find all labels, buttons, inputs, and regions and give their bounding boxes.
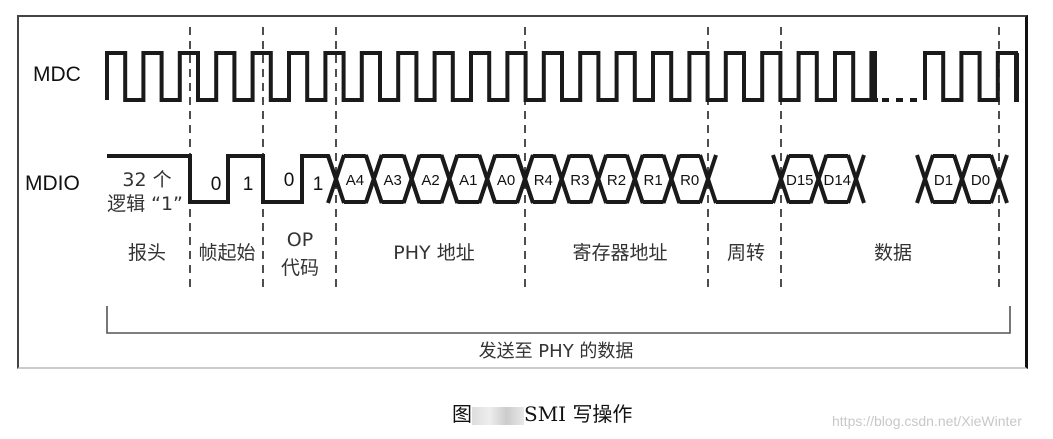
phy-address-bit-label: A0 [497, 172, 515, 189]
caption-prefix: 图 [452, 402, 472, 426]
caption-title: SMI 写操作 [524, 402, 633, 426]
bracket-label: 发送至 PHY 的数据 [478, 341, 634, 362]
diagram-frame [17, 15, 1028, 369]
phy-address-bit-label: A3 [384, 172, 402, 189]
phy-address-bit-hexagon [326, 154, 384, 204]
register-address-bit-hexagon [588, 154, 645, 204]
section-data: 数据 [873, 242, 913, 264]
register-address-bit-hexagon [624, 154, 682, 204]
register-address-bit-label: R1 [644, 172, 663, 189]
watermark: https://blog.csdn.net/XieWinter [832, 413, 1022, 429]
mdc-label: MDC [33, 63, 81, 86]
section-op: OP [286, 229, 314, 251]
data-bit-label: D15 [786, 172, 814, 189]
phy-address-bit-hexagon [363, 154, 422, 204]
section-register-address: 寄存器地址 [572, 242, 668, 264]
mdio-label: MDIO [25, 172, 80, 195]
op-bit-1: 1 [313, 174, 324, 195]
blurred-figure-number [472, 406, 524, 425]
register-address-bit-hexagon [661, 154, 718, 204]
phy-address-bit-label: A2 [421, 172, 439, 189]
phy-address-bit-hexagon [439, 154, 498, 204]
section-preamble: 报头 [127, 242, 167, 264]
register-address-bit-label: R2 [607, 172, 626, 189]
register-address-bit-hexagon [515, 154, 572, 204]
phy-address-bit-hexagon [477, 154, 535, 204]
section-phy-address: PHY 地址 [393, 242, 475, 264]
register-address-bit-label: R4 [534, 172, 553, 189]
section-turnaround: 周转 [726, 242, 766, 264]
figure-caption: 图 SMI 写操作 [452, 398, 632, 427]
data-bit-label: D1 [934, 172, 953, 189]
mdc-clock-wave [105, 51, 1019, 102]
data-bit-hexagon [808, 154, 866, 204]
data-bit-hexagon [915, 154, 972, 204]
section-op-code: 代码 [280, 257, 320, 279]
preamble-logic: 逻辑 “1” [107, 193, 183, 215]
start-bit-1: 1 [243, 174, 254, 195]
data-bit-hexagon [952, 154, 1009, 204]
phy-address-bit-label: A1 [459, 172, 477, 189]
data-bracket [106, 306, 1011, 334]
preamble-count: 32 个 [122, 169, 172, 191]
data-bit-label: D14 [823, 172, 851, 189]
op-bit-0: 0 [284, 170, 295, 191]
mdio-preamble-start-op [107, 154, 338, 204]
register-address-bit-label: R3 [570, 172, 589, 189]
start-bit-0: 0 [211, 174, 222, 195]
section-start: 帧起始 [198, 242, 256, 264]
data-bit-label: D0 [971, 172, 990, 189]
register-address-bit-label: R0 [680, 172, 699, 189]
phy-address-bit-label: A4 [346, 172, 364, 189]
data-bit-hexagon [771, 154, 829, 204]
phy-address-bit-hexagon [401, 154, 460, 204]
register-address-bit-hexagon [551, 154, 609, 204]
